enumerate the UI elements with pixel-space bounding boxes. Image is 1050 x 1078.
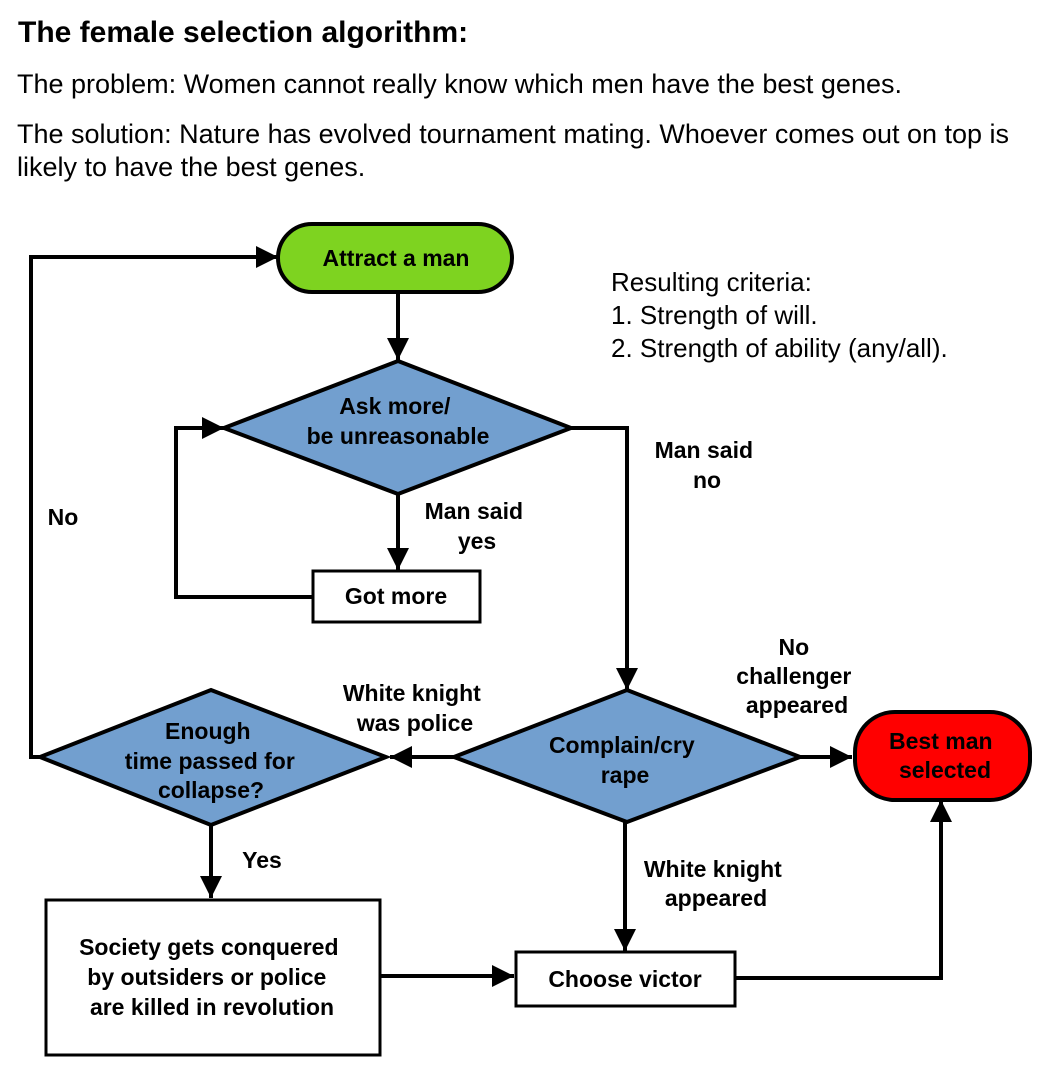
edge-label-line: was police <box>356 710 473 736</box>
node-complain-cry-rape: Complain/cry rape <box>448 687 806 825</box>
edge-label-line: appeared <box>746 692 848 718</box>
edge-label-no-challenger: No challenger appeared <box>736 634 857 718</box>
resulting-criteria: Resulting criteria: 1. Strength of will.… <box>611 266 948 365</box>
node-choose-victor: Choose victor <box>514 950 737 1008</box>
node-label-line: time passed for <box>125 748 295 774</box>
node-label-line: Complain/cry <box>549 732 695 758</box>
edge-choose-to-best <box>735 800 952 980</box>
edge-label-no: No <box>48 504 79 530</box>
edge-label-white-knight-appeared: White knight appeared <box>644 856 788 911</box>
node-label: Best man selected <box>889 728 999 783</box>
node-label: Society gets conquered by outsiders or p… <box>79 934 345 1020</box>
edge-label-line: White knight <box>644 856 782 882</box>
edge-label-yes: Yes <box>242 847 282 873</box>
edge-label-line: appeared <box>665 885 767 911</box>
edge-ask-to-complain <box>571 426 638 690</box>
edge-label-line: yes <box>458 528 496 554</box>
edge-label-line: no <box>693 467 721 493</box>
edge-label-line: No <box>778 634 809 660</box>
node-label-line: be unreasonable <box>307 423 490 449</box>
node-label-line: Ask more/ <box>339 393 451 419</box>
node-label-line: collapse? <box>158 777 264 803</box>
node-society-conquered: Society gets conquered by outsiders or p… <box>44 898 382 1057</box>
edge-gotmore-to-ask <box>174 417 313 599</box>
node-attract-a-man: Attract a man <box>276 222 514 294</box>
node-label: Complain/cry rape <box>549 732 701 788</box>
criteria-item-1: 1. Strength of will. <box>611 300 818 330</box>
node-label: Ask more/ be unreasonable <box>307 393 490 449</box>
node-got-more: Got more <box>311 569 482 624</box>
node-best-man-selected: Best man selected <box>853 710 1032 802</box>
edge-label-man-said-yes: Man said yes <box>425 498 530 554</box>
page-title: The female selection algorithm: <box>18 16 469 49</box>
edge-label-line: Man said <box>425 498 523 524</box>
edge-label-line: White knight <box>343 680 481 706</box>
node-label-line: selected <box>899 757 991 783</box>
node-label-line: rape <box>601 762 650 788</box>
node-label: Got more <box>345 583 447 609</box>
node-label-line: Best man <box>889 728 993 754</box>
criteria-heading: Resulting criteria: <box>611 267 812 297</box>
node-ask-more: Ask more/ be unreasonable <box>218 358 577 497</box>
node-label: Enough time passed for collapse? <box>125 718 301 803</box>
node-label: Choose victor <box>548 966 701 992</box>
node-label: Attract a man <box>323 245 470 271</box>
criteria-item-2: 2. Strength of ability (any/all). <box>611 333 948 363</box>
edge-label-white-knight-police: White knight was police <box>343 680 487 736</box>
node-enough-time-passed: Enough time passed for collapse? <box>34 687 392 828</box>
node-label-line: by outsiders or police <box>87 964 326 990</box>
problem-text: The problem: Women cannot really know wh… <box>17 69 902 99</box>
edge-label-line: challenger <box>736 663 851 689</box>
node-label-line: are killed in revolution <box>90 994 334 1020</box>
connectors <box>29 246 952 987</box>
edge-label-man-said-no: Man said no <box>655 437 760 493</box>
node-label-line: Enough <box>165 718 251 744</box>
solution-text: The solution: Nature has evolved tournam… <box>17 119 1010 182</box>
edge-label-line: Man said <box>655 437 753 463</box>
node-label-line: Society gets conquered <box>79 934 338 960</box>
